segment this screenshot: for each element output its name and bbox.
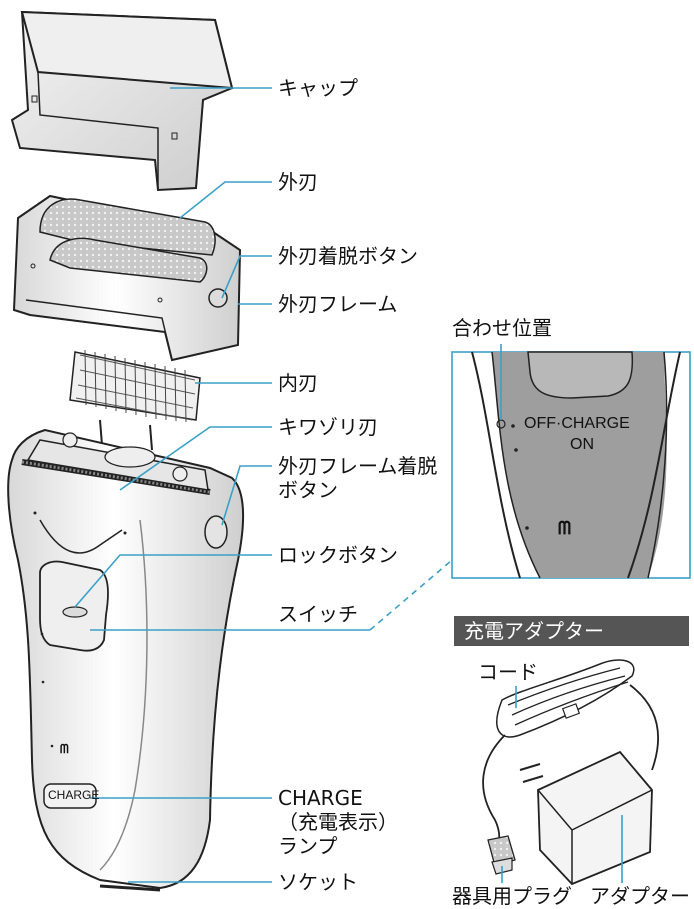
cap xyxy=(10,10,234,192)
charge-lamp-button-text: CHARGE xyxy=(48,788,100,802)
label-adapter: アダプター xyxy=(590,884,690,908)
label-alignment-mark: 合わせ位置 xyxy=(452,316,552,340)
label-charge-lamp: CHARGE （充電表示） ランプ xyxy=(278,786,398,858)
device-battery-icon: ᗰ xyxy=(60,742,69,756)
label-switch: スイッチ xyxy=(278,602,358,626)
label-lock-button: ロックボタン xyxy=(278,543,398,567)
shaver-body xyxy=(7,428,245,892)
label-frame-release: 外刃フレーム着脱 ボタン xyxy=(278,454,438,502)
label-outer-blade: 外刃 xyxy=(278,170,318,194)
label-cap: キャップ xyxy=(278,76,358,100)
inset-on-text: ON xyxy=(570,436,594,453)
inner-blade xyxy=(69,349,201,451)
adapter-section-heading: 充電アダプター xyxy=(454,616,689,646)
label-outer-blade-release: 外刃着脱ボタン xyxy=(278,244,418,268)
adapter-leader-lines xyxy=(501,686,623,883)
label-trimmer: キワゾリ刃 xyxy=(278,415,378,439)
label-socket: ソケット xyxy=(278,870,358,894)
inset-battery-icon: ᗰ xyxy=(558,518,571,538)
inset-off-charge-text: OFF·CHARGE xyxy=(524,415,630,432)
leader-lines xyxy=(74,87,453,883)
alignment-inset xyxy=(451,351,691,579)
label-inner-blade: 内刃 xyxy=(278,371,318,395)
label-outer-blade-frame: 外刃フレーム xyxy=(278,292,398,316)
outer-blade-frame xyxy=(12,194,242,362)
label-cord: コード xyxy=(478,660,538,684)
charging-adapter xyxy=(482,659,660,886)
label-appliance-plug: 器具用プラグ xyxy=(452,884,572,908)
